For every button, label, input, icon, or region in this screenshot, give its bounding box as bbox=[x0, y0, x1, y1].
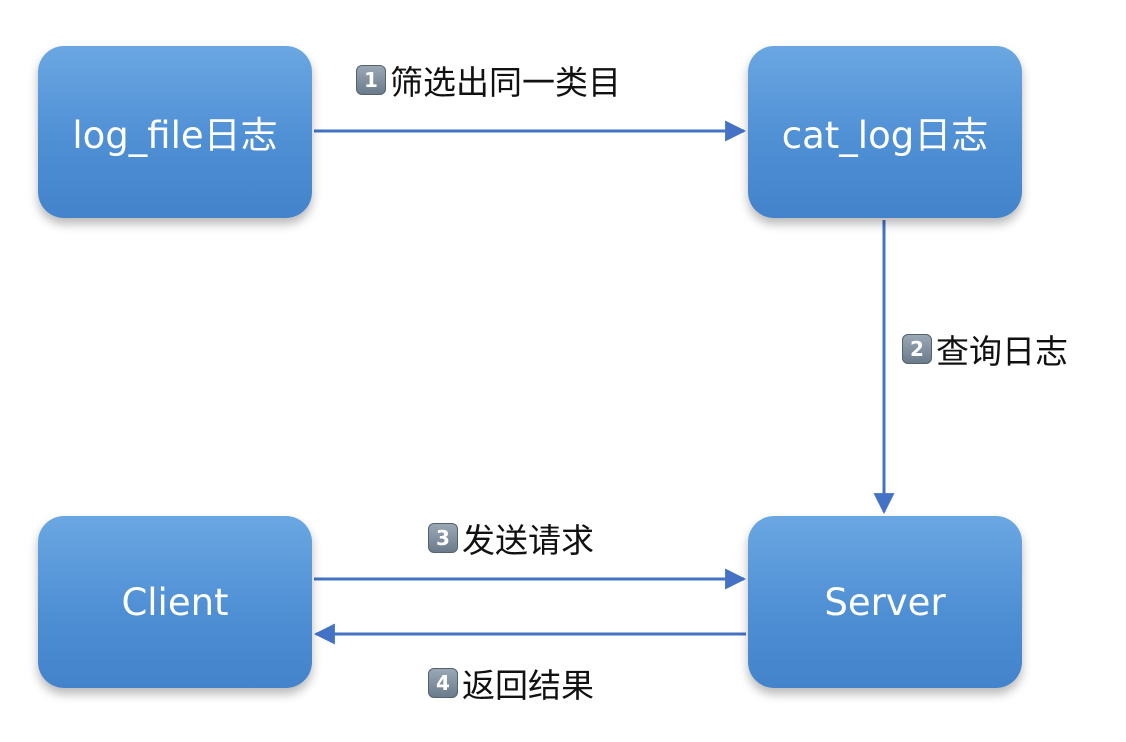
step-2-label: 2 查询日志 bbox=[902, 325, 1068, 373]
cat-log-label: cat_log日志 bbox=[781, 114, 989, 157]
log-file-label: log_file日志 bbox=[72, 114, 278, 157]
client-node: Client bbox=[38, 516, 312, 688]
step-3-badge: 3 bbox=[428, 523, 458, 553]
step-1-label: 1 筛选出同一类目 bbox=[356, 56, 621, 104]
step-2-text: 查询日志 bbox=[936, 332, 1068, 371]
step-4-text: 返回结果 bbox=[462, 666, 594, 705]
step-2-badge: 2 bbox=[902, 334, 932, 364]
server-node: Server bbox=[748, 516, 1022, 688]
server-label: Server bbox=[824, 580, 946, 624]
step-1-text: 筛选出同一类目 bbox=[390, 63, 621, 102]
log-file-node: log_file日志 bbox=[38, 46, 312, 218]
step-3-label: 3 发送请求 bbox=[428, 514, 594, 562]
step-4-badge: 4 bbox=[428, 668, 458, 698]
step-4-label: 4 返回结果 bbox=[428, 659, 594, 707]
cat-log-node: cat_log日志 bbox=[748, 46, 1022, 218]
step-3-text: 发送请求 bbox=[462, 521, 594, 560]
step-1-badge: 1 bbox=[356, 65, 386, 95]
client-label: Client bbox=[121, 580, 229, 624]
